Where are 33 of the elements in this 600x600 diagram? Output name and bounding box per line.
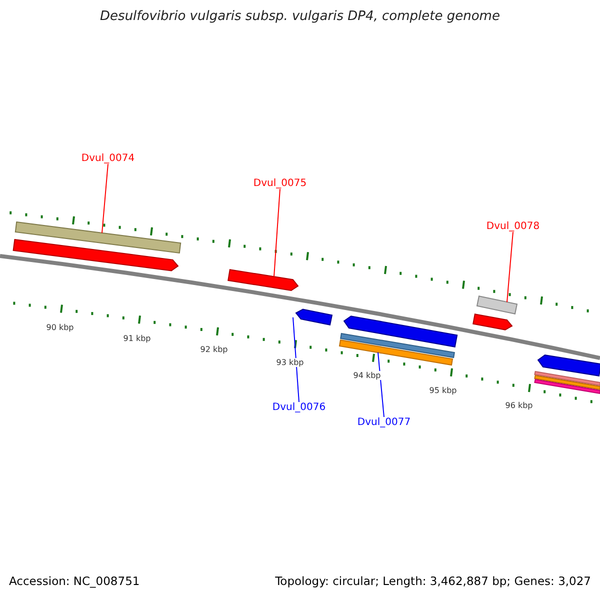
- scale-label: 96 kbp: [505, 401, 533, 410]
- leader-line: [292, 316, 300, 402]
- gene-label: Dvul_0078: [486, 221, 540, 232]
- gene-label: Dvul_0074: [81, 153, 135, 164]
- info-text: Topology: circular; Length: 3,462,887 bp; Genes: 3,027: [275, 574, 591, 588]
- gene-label: Dvul_0075: [253, 178, 307, 189]
- gene-feature: [534, 378, 600, 394]
- gene-feature: [12, 238, 179, 272]
- gene-feature: [14, 221, 182, 254]
- scale-label: 91 kbp: [123, 334, 151, 343]
- gene-feature: [534, 374, 600, 390]
- gene-feature: [537, 354, 600, 376]
- scale-label: 94 kbp: [353, 371, 381, 380]
- title: Desulfovibrio vulgaris subsp. vulgaris DP4, complete genome: [100, 9, 500, 24]
- leader-line: [274, 188, 280, 278]
- gene-feature: [340, 332, 455, 358]
- scale-label: 95 kbp: [429, 386, 457, 395]
- scale-label: 93 kbp: [276, 358, 304, 367]
- leader-line: [506, 232, 514, 303]
- leader-line: [378, 352, 384, 418]
- scale-label: 90 kbp: [46, 323, 74, 332]
- gene-feature: [472, 314, 513, 330]
- gene-feature: [295, 308, 333, 326]
- gene-feature: [476, 296, 518, 314]
- scale-label: 92 kbp: [200, 345, 228, 354]
- gene-label: Dvul_0076: [272, 402, 326, 413]
- gene-feature: [343, 316, 458, 348]
- gene-feature: [228, 269, 299, 292]
- info-text: Accession: NC_008751: [9, 574, 140, 588]
- gene-feature: [534, 370, 600, 386]
- gene-feature: [338, 339, 454, 366]
- leader-line: [102, 164, 108, 234]
- gene-label: Dvul_0077: [357, 417, 411, 428]
